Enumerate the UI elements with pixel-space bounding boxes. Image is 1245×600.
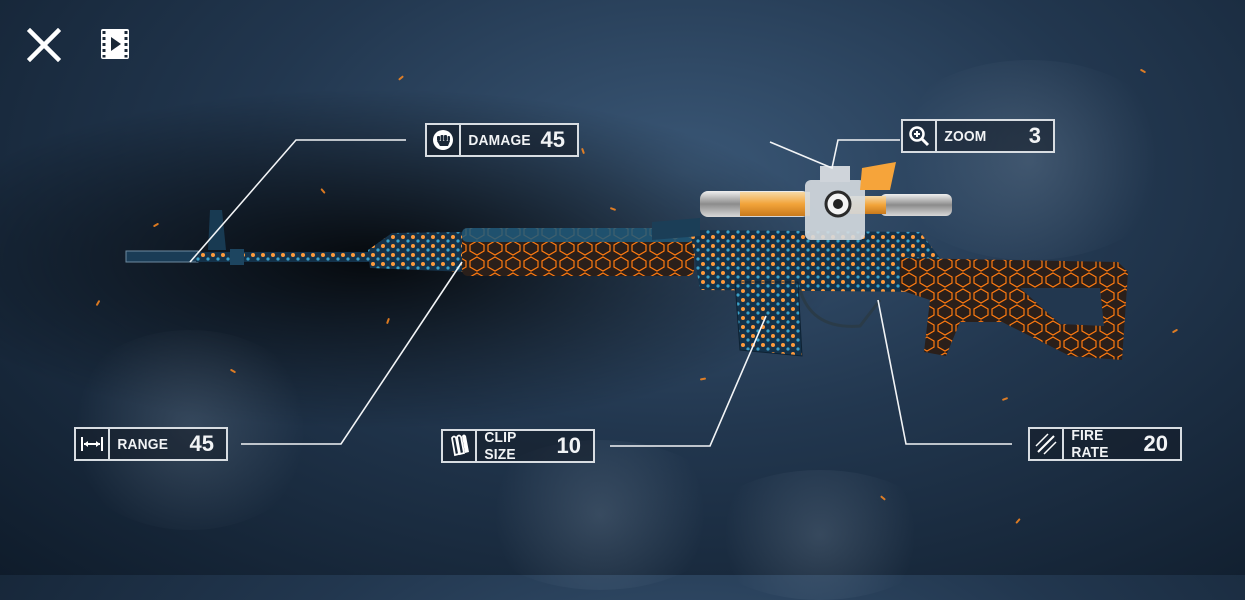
close-icon xyxy=(27,28,61,62)
smoke-cloud xyxy=(470,440,730,590)
clip-size-stat-panel: CLIP SIZE 10 xyxy=(441,429,595,463)
weapon-stock xyxy=(900,258,1128,360)
zoom-stat-panel: ZOOM 3 xyxy=(901,119,1055,153)
fire-rate-label: FIRE RATE xyxy=(1071,427,1109,461)
range-label: RANGE xyxy=(117,435,169,453)
clip-size-value: 10 xyxy=(556,433,581,458)
damage-stat-panel: DAMAGE 45 xyxy=(425,123,579,157)
film-play-icon xyxy=(101,29,129,59)
weapon-handguard xyxy=(368,232,468,272)
clip-size-label: CLIP SIZE xyxy=(484,429,517,463)
damage-connector-line xyxy=(189,139,406,263)
weapon-muzzle xyxy=(125,250,199,263)
fire-rate-stat-panel: FIRE RATE 20 xyxy=(1028,427,1182,461)
range-value: 45 xyxy=(189,431,214,456)
video-preview-button[interactable] xyxy=(100,28,130,60)
close-button[interactable] xyxy=(26,27,62,63)
fist-icon xyxy=(427,125,461,155)
smoke-cloud xyxy=(880,60,1180,260)
damage-value: 45 xyxy=(540,127,565,152)
weapon-barrel xyxy=(196,252,371,262)
clip-size-connector-line xyxy=(610,315,767,447)
range-stat-panel: RANGE 45 xyxy=(74,427,228,461)
range-connector-line xyxy=(241,261,463,445)
weapon-illustration xyxy=(125,139,1128,447)
zoom-value: 3 xyxy=(1028,123,1041,148)
damage-label: DAMAGE xyxy=(468,131,531,149)
weapon-receiver xyxy=(690,230,940,292)
speed-lines-icon xyxy=(1030,429,1064,459)
fire-rate-connector-line xyxy=(877,299,1012,445)
weapon-magazine xyxy=(734,281,803,357)
zoom-label: ZOOM xyxy=(944,127,987,145)
magnifier-plus-icon xyxy=(903,121,937,151)
zoom-connector-line xyxy=(769,139,900,170)
bullets-icon xyxy=(443,431,477,461)
range-arrows-icon xyxy=(76,429,110,459)
fire-rate-value: 20 xyxy=(1143,431,1168,456)
